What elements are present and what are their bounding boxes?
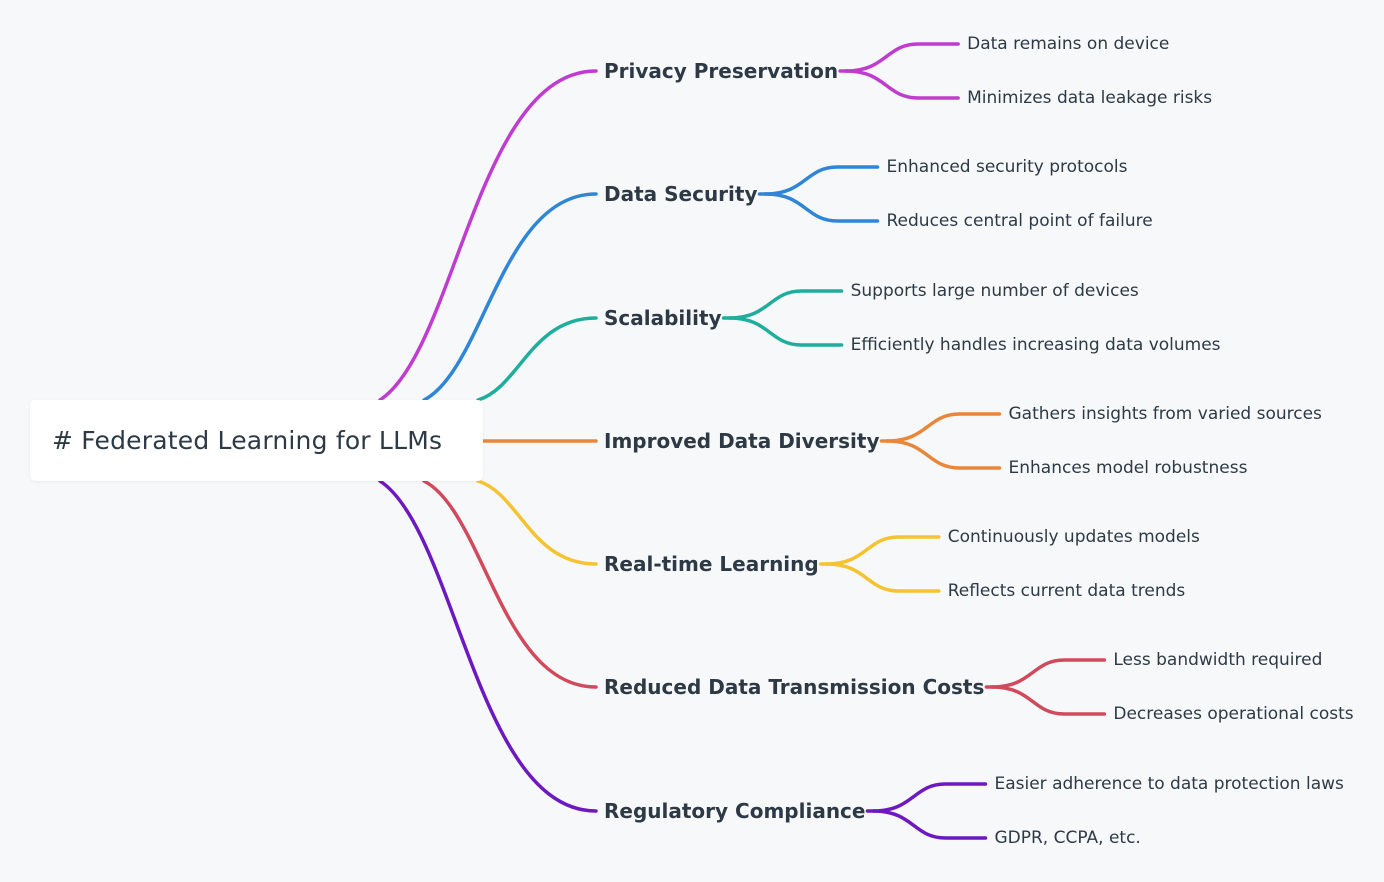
leaf-connector [844,69,960,100]
leaf-connector [763,165,880,196]
branch-connector [422,192,598,402]
leaf-label[interactable]: Enhances model robustness [1008,458,1248,478]
leaf-label[interactable]: Enhanced security protocols [886,157,1128,177]
leaf-label[interactable]: Supports large number of devices [850,281,1139,301]
leaf-connector [844,42,960,73]
leaf-connector [824,562,941,593]
leaf-label[interactable]: Reduces central point of failure [886,211,1153,231]
leaf-label[interactable]: Less bandwidth required [1113,650,1323,670]
branch-label-scalability[interactable]: Scalability [604,306,722,330]
branch-label-privacy-preservation[interactable]: Privacy Preservation [604,59,839,83]
branch-label-improved-data-diversity[interactable]: Improved Data Diversity [604,429,880,453]
root-label: # Federated Learning for LLMs [52,426,443,455]
leaf-connector [871,782,988,813]
root-node[interactable]: # Federated Learning for LLMs [30,400,483,481]
branch-connector [422,479,598,689]
leaf-connector [885,439,1002,470]
leaf-label[interactable]: Continuously updates models [947,527,1200,547]
branch-label-regulatory-compliance[interactable]: Regulatory Compliance [604,799,866,823]
branch-label-data-security[interactable]: Data Security [604,182,758,206]
leaf-connector [727,316,844,347]
branch-label-real-time-learning[interactable]: Real-time Learning [604,552,819,576]
branch-connector [378,69,598,402]
leaf-label[interactable]: GDPR, CCPA, etc. [994,828,1141,848]
leaf-label[interactable]: Easier adherence to data protection laws [994,774,1344,794]
branch-label-reduced-data-transmission-costs[interactable]: Reduced Data Transmission Costs [604,675,985,699]
leaf-connector [885,412,1002,443]
leaf-label[interactable]: Data remains on device [967,34,1170,54]
leaf-connector [824,535,941,566]
leaf-connector [871,809,988,840]
leaf-label[interactable]: Reflects current data trends [947,581,1186,601]
leaf-connector [727,289,844,320]
leaf-label[interactable]: Minimizes data leakage risks [967,88,1213,108]
branch-connector [476,316,598,402]
leaf-connector [990,685,1107,716]
branch-connector [476,479,598,566]
leaf-label[interactable]: Efficiently handles increasing data volu… [850,335,1221,355]
leaf-label[interactable]: Gathers insights from varied sources [1008,404,1322,424]
leaf-connector [990,658,1107,689]
branch-connector [378,479,598,813]
leaf-connector [763,192,880,223]
leaf-label[interactable]: Decreases operational costs [1113,704,1354,724]
